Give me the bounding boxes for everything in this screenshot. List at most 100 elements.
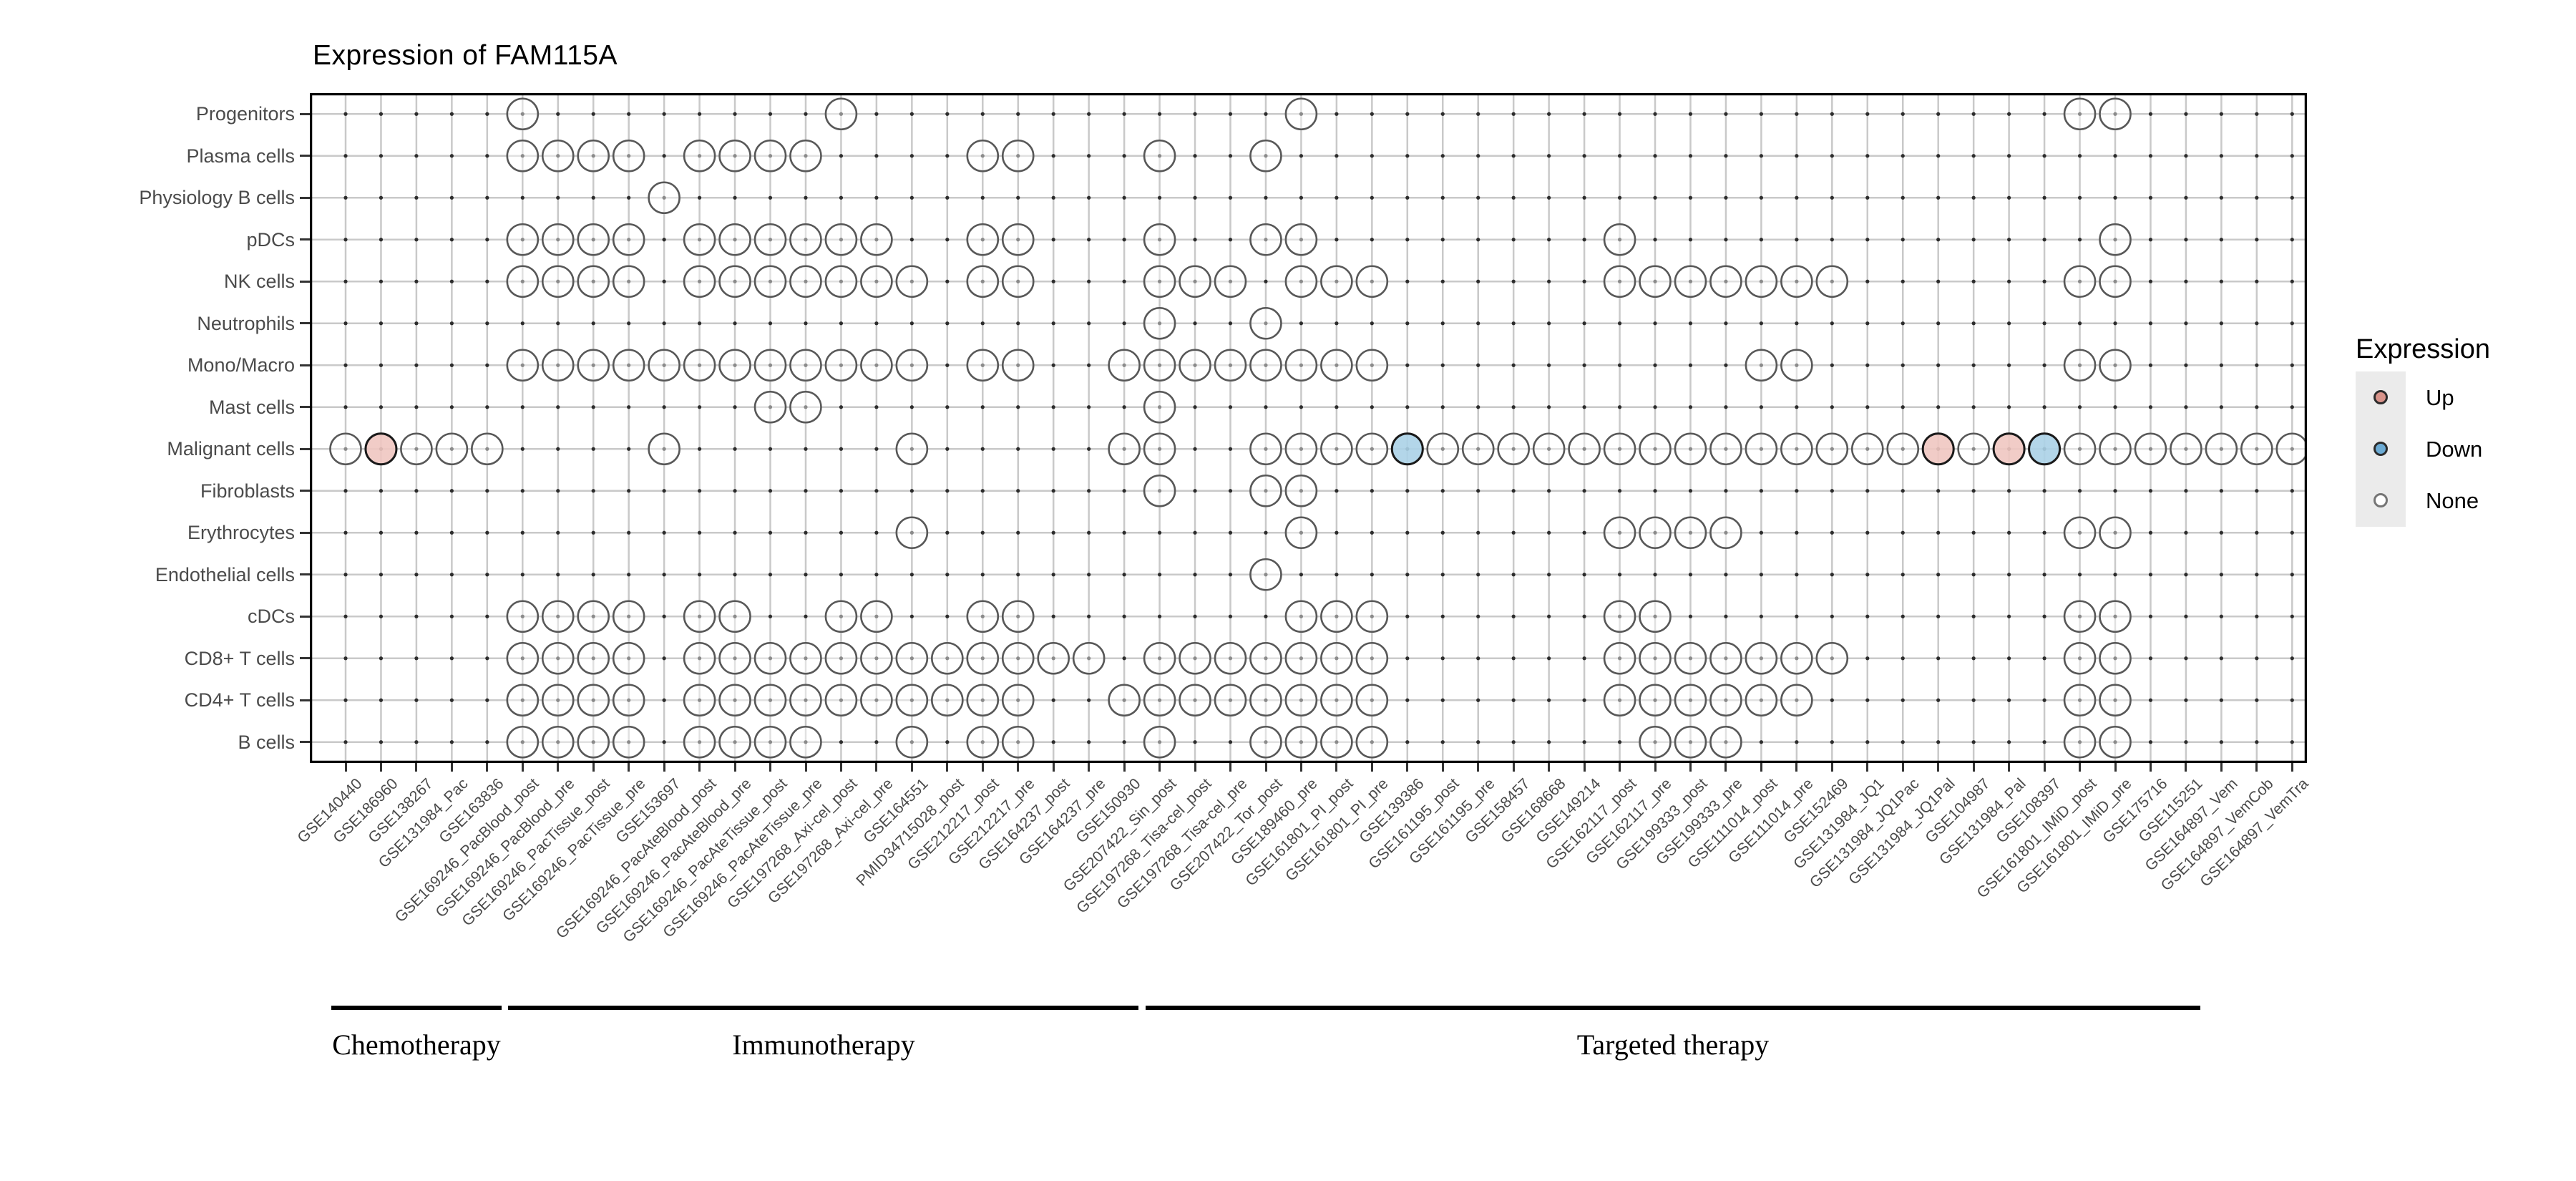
grid-intersection-dot (1653, 530, 1657, 535)
grid-intersection-dot (1582, 363, 1586, 367)
expression-dot-none (966, 641, 1000, 675)
grid-intersection-dot (804, 656, 808, 661)
grid-intersection-dot (2219, 656, 2223, 661)
grid-intersection-dot (1724, 195, 1728, 200)
grid-intersection-dot (520, 279, 525, 283)
grid-intersection-dot (1264, 656, 1268, 661)
grid-intersection-dot (1228, 195, 1233, 200)
expression-dot-none (1603, 432, 1636, 466)
grid-intersection-dot (1016, 656, 1020, 661)
grid-intersection-dot (1016, 279, 1020, 283)
x-axis-tick (1299, 763, 1302, 772)
grid-intersection-dot (1971, 154, 1976, 158)
grid-intersection-dot (2113, 530, 2117, 535)
grid-intersection-dot (945, 656, 950, 661)
grid-intersection-dot (1830, 279, 1834, 283)
grid-intersection-dot (1299, 363, 1304, 367)
grid-intersection-dot (1830, 740, 1834, 744)
expression-dot-none (1639, 684, 1672, 717)
grid-intersection-dot (1087, 698, 1091, 702)
expression-dot-none (612, 641, 645, 675)
grid-intersection-dot (591, 530, 595, 535)
grid-intersection-dot (379, 573, 384, 577)
grid-intersection-dot (449, 698, 454, 702)
grid-intersection-dot (804, 279, 808, 283)
grid-intersection-dot (1264, 363, 1268, 367)
grid-intersection-dot (2042, 530, 2046, 535)
expression-dot-none (1001, 600, 1035, 633)
expression-dot-none (895, 432, 929, 466)
grid-intersection-dot (1617, 614, 1622, 618)
grid-intersection-dot (1299, 279, 1304, 283)
grid-intersection-dot (839, 573, 844, 577)
expression-dot-none (1284, 223, 1318, 256)
y-axis-label: Mono/Macro (187, 354, 295, 376)
y-axis-label: pDCs (246, 228, 295, 251)
grid-intersection-dot (1617, 321, 1622, 326)
grid-intersection-dot (1335, 238, 1339, 242)
grid-intersection-dot (1688, 614, 1693, 618)
grid-intersection-dot (556, 321, 560, 326)
grid-intersection-dot (1476, 573, 1480, 577)
grid-intersection-dot (733, 656, 737, 661)
expression-dot-none (895, 516, 929, 550)
grid-intersection-dot (1193, 573, 1197, 577)
expression-dot-none (612, 349, 645, 382)
grid-intersection-dot (627, 698, 631, 702)
grid-intersection-dot (1865, 238, 1870, 242)
grid-intersection-dot (1617, 573, 1622, 577)
grid-intersection-dot (1617, 489, 1622, 493)
grid-intersection-dot (2007, 573, 2011, 577)
expression-dot-none (1284, 432, 1318, 466)
grid-intersection-dot (343, 698, 348, 702)
grid-intersection-dot (1971, 112, 1976, 116)
grid-intersection-dot (379, 530, 384, 535)
y-axis-tick (300, 322, 310, 325)
grid-intersection-dot (2077, 112, 2082, 116)
grid-intersection-dot (1228, 279, 1233, 283)
grid-intersection-dot (2219, 614, 2223, 618)
grid-intersection-dot (1653, 573, 1657, 577)
grid-intersection-dot (1936, 363, 1941, 367)
grid-intersection-dot (980, 195, 985, 200)
expression-dot-none (506, 600, 540, 633)
grid-intersection-dot (414, 195, 419, 200)
expression-dot-none (789, 641, 822, 675)
expression-dot-none (506, 641, 540, 675)
grid-intersection-dot (733, 530, 737, 535)
grid-intersection-dot (2184, 740, 2188, 744)
grid-intersection-dot (733, 238, 737, 242)
grid-intersection-dot (1582, 489, 1586, 493)
grid-intersection-dot (627, 195, 631, 200)
grid-intersection-dot (1795, 489, 1799, 493)
x-axis-tick (769, 763, 771, 772)
grid-intersection-dot (2113, 614, 2117, 618)
grid-intersection-dot (1087, 321, 1091, 326)
x-axis-tick (1760, 763, 1762, 772)
grid-intersection-dot (1971, 279, 1976, 283)
legend-key-strip (2356, 371, 2406, 527)
grid-intersection-dot (1299, 238, 1304, 242)
expression-dot-none (1179, 349, 1211, 382)
grid-intersection-dot (1440, 656, 1445, 661)
grid-intersection-dot (1724, 238, 1728, 242)
expression-dot-none (1603, 516, 1636, 550)
grid-intersection-dot (1264, 530, 1268, 535)
grid-intersection-dot (980, 740, 985, 744)
grid-intersection-dot (980, 363, 985, 367)
grid-intersection-dot (1971, 698, 1976, 702)
grid-intersection-dot (1795, 573, 1799, 577)
grid-intersection-dot (1405, 112, 1410, 116)
grid-intersection-dot (909, 112, 914, 116)
grid-intersection-dot (768, 573, 773, 577)
grid-intersection-dot (1157, 238, 1162, 242)
expression-dot-none (1709, 684, 1742, 717)
grid-intersection-dot (485, 489, 489, 493)
expression-dot-none (2099, 265, 2132, 298)
grid-intersection-dot (520, 154, 525, 158)
grid-intersection-dot (1511, 489, 1516, 493)
grid-intersection-dot (591, 489, 595, 493)
grid-intersection-dot (945, 238, 950, 242)
grid-intersection-dot (1016, 489, 1020, 493)
expression-dot-none (860, 265, 893, 298)
